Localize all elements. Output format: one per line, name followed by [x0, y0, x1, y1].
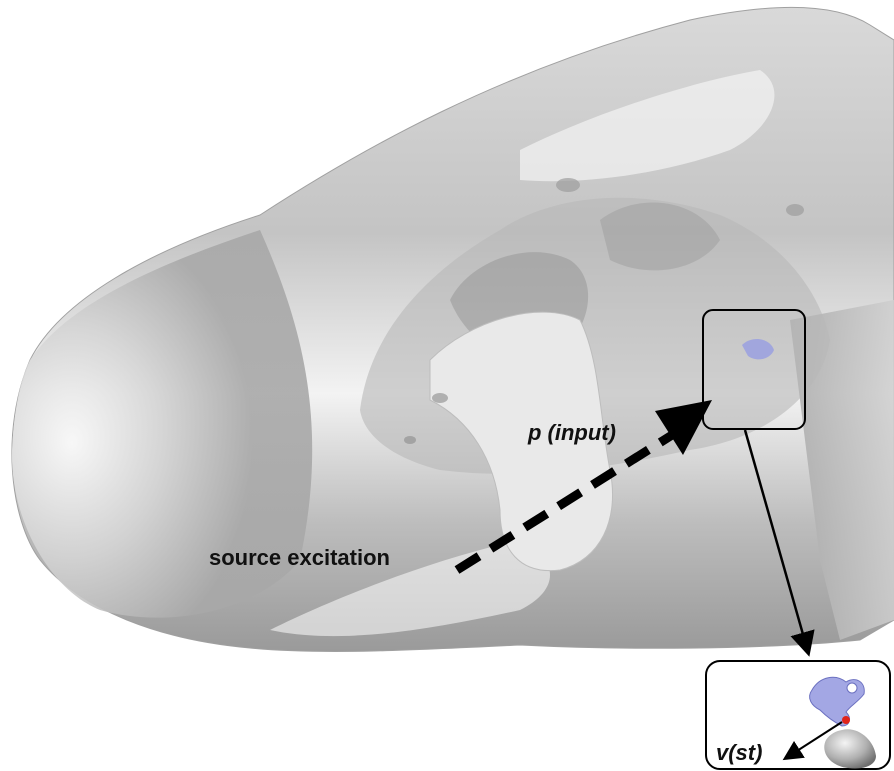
stapes-marker [842, 716, 850, 724]
stapes-velocity-label: v(st) [716, 740, 762, 765]
head-model [12, 8, 894, 652]
pressure-input-label: p (input) [527, 420, 616, 445]
source-excitation-label: source excitation [209, 545, 390, 570]
